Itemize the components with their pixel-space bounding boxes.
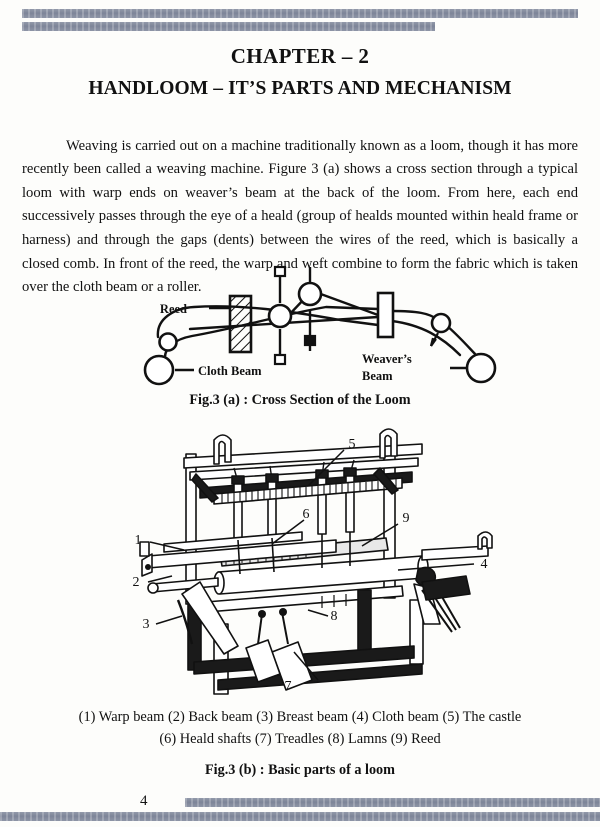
heald-cords — [237, 532, 351, 575]
rear-brace-left — [191, 473, 219, 503]
callout-2: 2 — [133, 575, 140, 590]
cloth-beam-roller — [143, 354, 175, 386]
warp-beam-bracket — [139, 541, 150, 557]
breast-beam-pivot — [145, 564, 151, 570]
right-side-bench — [421, 575, 471, 601]
weavers-beam-arrow-head — [429, 337, 437, 347]
cloth-beam-label: Cloth Beam — [198, 364, 262, 378]
castle-hook-right — [379, 428, 398, 459]
weavers-beam-label-line1: Weaver’s — [362, 352, 412, 366]
chapter-subtitle: HANDLOOM – IT’S PARTS AND MECHANISM — [88, 78, 512, 99]
heald-shaft-front — [267, 303, 293, 329]
callout-3: 3 — [143, 617, 150, 632]
castle-hook-left — [213, 434, 232, 465]
callout-5: 5 — [349, 437, 356, 452]
scan-bar-top-primary — [22, 9, 578, 18]
figure-b-legend-line-2: (6) Heald shafts (7) Treadles (8) Lamns … — [159, 731, 441, 747]
reed-label: Reed — [160, 302, 187, 316]
castle-second-rail — [189, 457, 419, 481]
heald-bottom-block — [273, 353, 287, 366]
reed-block — [228, 294, 253, 354]
scan-bar-bottom-secondary — [0, 812, 600, 821]
breast-beam-strut — [176, 599, 194, 645]
chapter-title: CHAPTER – 2 — [230, 44, 370, 68]
figure-b-caption: Fig.3 (b) : Basic parts of a loom — [205, 762, 395, 778]
heald-weight-block — [303, 334, 317, 347]
back-beam — [151, 577, 219, 593]
callout-4: 4 — [481, 557, 488, 572]
callout-7: 7 — [285, 679, 292, 694]
castle-top-rail — [183, 443, 423, 469]
treadle-2 — [245, 639, 281, 683]
weavers-beam-label-line2: Beam — [362, 369, 393, 383]
figure-loom-illustration: 1 2 3 4 5 6 7 8 9 — [122, 424, 500, 696]
figure-b-legend-line-1: (1) Warp beam (2) Back beam (3) Breast b… — [78, 709, 522, 725]
callout-1: 1 — [135, 533, 142, 548]
bottom-stretcher-front — [217, 663, 423, 691]
callout-leader-lines — [147, 449, 475, 681]
back-rest-post — [376, 291, 395, 339]
scan-bar-bottom-primary — [185, 798, 600, 807]
warp-beam — [163, 531, 303, 553]
cloth-guide-roller — [158, 332, 178, 352]
treadle-pivot-2 — [279, 608, 287, 616]
treadle-1 — [271, 641, 313, 691]
heald-shaft-1 — [233, 481, 243, 541]
figure-cross-section-diagram: Reed Cloth Beam Weaver’s Beam — [130, 263, 510, 389]
pulley-block-2 — [265, 473, 279, 483]
callout-6: 6 — [303, 507, 310, 522]
leg-rear-right — [357, 589, 372, 657]
lamn-ticks — [321, 594, 347, 608]
scan-bar-top-secondary — [22, 22, 435, 31]
heald-shaft-back — [297, 281, 323, 307]
right-shaft-hook — [477, 531, 493, 550]
weavers-beam-roller — [465, 352, 497, 384]
treadle-pivot-1 — [258, 610, 266, 618]
back-rest-roller — [430, 312, 452, 334]
callout-9: 9 — [403, 511, 410, 526]
rear-brace-right — [373, 467, 399, 495]
body-paragraph: Weaving is carried out on a machine trad… — [22, 137, 578, 296]
figure-a-caption: Fig.3 (a) : Cross Section of the Loom — [189, 392, 411, 408]
pulley-block-1 — [231, 475, 245, 485]
right-extension-shaft — [421, 545, 489, 561]
treadle-links — [257, 611, 289, 645]
pulley-block-3 — [315, 469, 329, 479]
heald-top-block — [273, 265, 287, 278]
back-beam-end-knob — [147, 582, 159, 594]
pulley-block-4 — [343, 467, 357, 477]
page-number: 4 — [140, 793, 148, 809]
callout-8: 8 — [331, 609, 338, 624]
brace-left-lower — [181, 581, 239, 655]
